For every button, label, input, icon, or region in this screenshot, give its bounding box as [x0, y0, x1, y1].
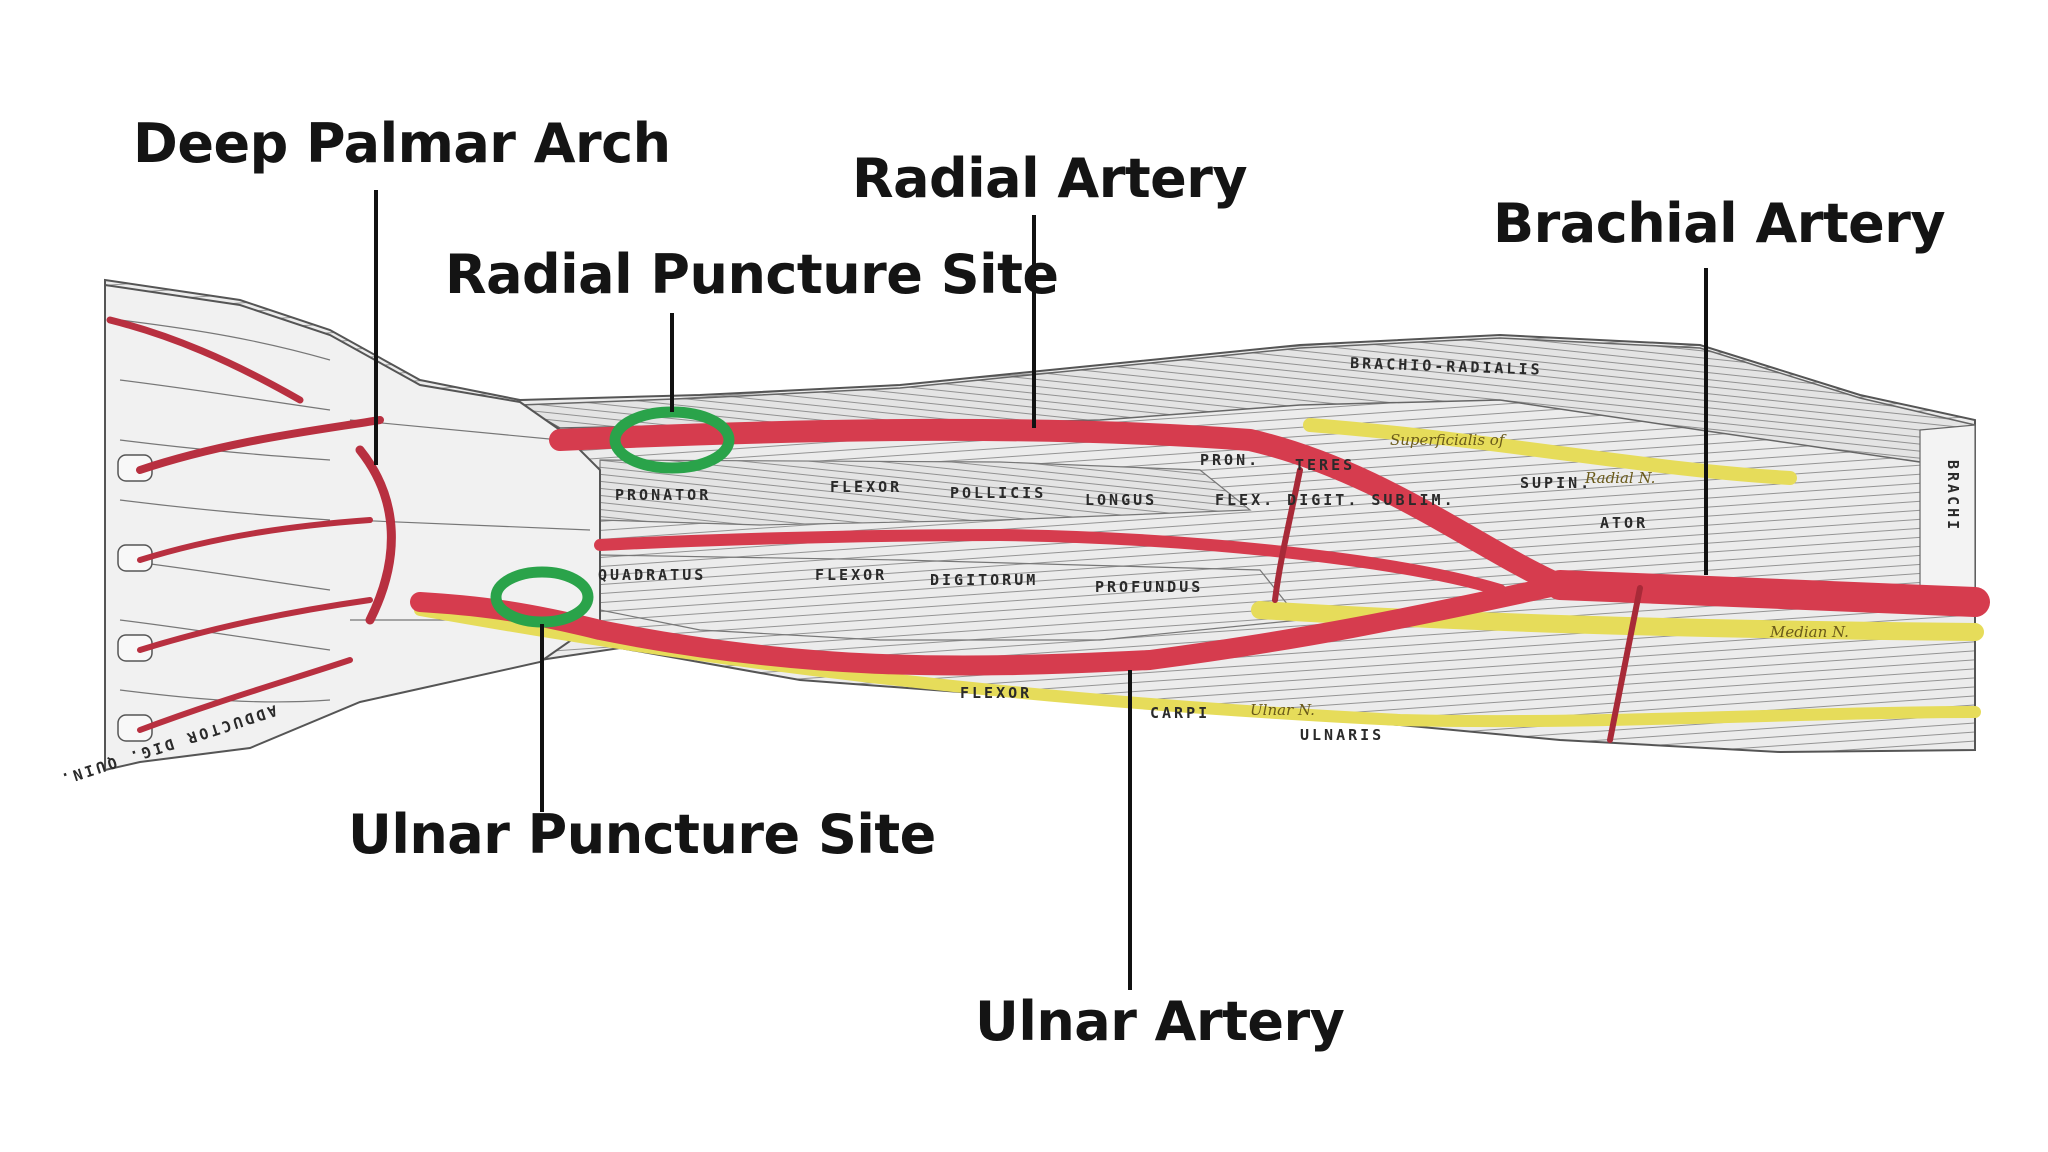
label-brachial-artery: Brachial Artery — [1493, 192, 1946, 255]
radial-nerve — [1303, 418, 1797, 485]
label-ator: ATOR — [1600, 514, 1648, 532]
brachial-artery — [1545, 570, 1990, 617]
label-flex-digit-sublim: FLEX. DIGIT. SUBLIM. — [1215, 491, 1456, 509]
label-teres: TERES — [1295, 456, 1355, 474]
ulnar-artery-vessel — [410, 575, 1570, 676]
label-radial-puncture-site: Radial Puncture Site — [445, 243, 1059, 306]
label-pronator: PRONATOR — [615, 486, 711, 504]
label-flexor-carpi: FLEXOR — [960, 684, 1032, 702]
arteries — [106, 316, 1990, 743]
radial-artery-vessel — [549, 418, 1571, 596]
label-longus: LONGUS — [1085, 491, 1157, 509]
label-flexor: FLEXOR — [830, 478, 902, 496]
label-radial-artery: Radial Artery — [852, 147, 1248, 210]
label-digitorum: DIGITORUM — [930, 571, 1038, 589]
label-profundus: PROFUNDUS — [1095, 578, 1203, 596]
label-quadratus: QUADRATUS — [598, 566, 706, 584]
label-ulnar-artery: Ulnar Artery — [975, 990, 1345, 1053]
label-superficialis: Superficialis of — [1390, 431, 1507, 449]
label-ulnaris: ULNARIS — [1300, 726, 1384, 744]
flexor-digitorum-muscle — [599, 554, 1302, 641]
label-brachi: BRACHI — [1944, 460, 1962, 532]
label-median-nerve: Median N. — [1769, 623, 1849, 641]
label-deep-palmar-arch: Deep Palmar Arch — [133, 112, 671, 175]
label-supin: SUPIN. — [1520, 474, 1592, 492]
ulnar-puncture-ring — [490, 566, 594, 628]
label-pollicis: POLLICIS — [950, 484, 1046, 502]
label-pron: PRON. — [1200, 451, 1260, 469]
label-radial-nerve: Radial N. — [1584, 469, 1655, 487]
label-ulnar-puncture-site: Ulnar Puncture Site — [348, 803, 936, 866]
interosseous-artery — [594, 528, 1506, 596]
deep-palmar-arch-vessel — [355, 445, 396, 625]
flexor-pollicis-muscle — [599, 459, 1252, 526]
leader-lines — [374, 190, 1708, 990]
label-flexor-digitorum: FLEXOR — [815, 566, 887, 584]
label-ulnar-nerve: Ulnar N. — [1250, 701, 1315, 719]
label-carpi: CARPI — [1150, 704, 1210, 722]
